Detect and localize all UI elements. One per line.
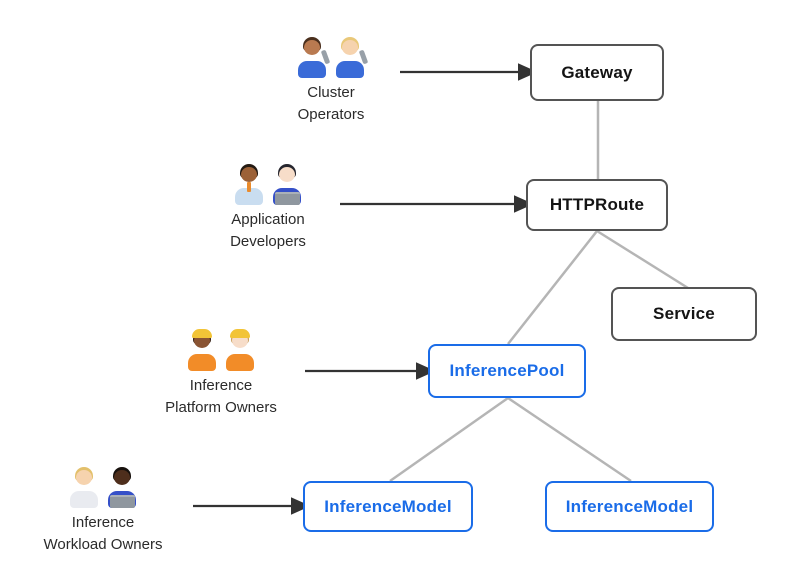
persona-label: Cluster Operators bbox=[251, 82, 411, 125]
persona-label-line2: Platform Owners bbox=[165, 398, 277, 416]
edge-inferencepool-inferencemodel-left bbox=[389, 396, 509, 483]
man-construction-worker-icon bbox=[223, 329, 257, 371]
edge-httproute-inferencepool bbox=[507, 230, 598, 345]
persona-label: Inference Workload Owners bbox=[18, 512, 188, 555]
woman-mechanic-icon bbox=[333, 36, 369, 78]
edge-inferencepool-inferencemodel-right bbox=[507, 396, 632, 483]
woman-technologist-icon bbox=[270, 163, 304, 205]
node-inferencepool: InferencePool bbox=[428, 344, 586, 398]
man-mechanic-icon bbox=[295, 36, 331, 78]
persona-inference-platform-owners: Inference Platform Owners bbox=[136, 329, 306, 418]
node-service-label: Service bbox=[653, 304, 715, 323]
persona-label: Inference Platform Owners bbox=[136, 375, 306, 418]
persona-label-line2: Operators bbox=[297, 105, 365, 123]
application-developers-emoji-group bbox=[188, 163, 348, 207]
persona-label-line2: Developers bbox=[230, 232, 306, 250]
edge-httproute-service bbox=[596, 229, 689, 290]
man-technologist-icon bbox=[105, 466, 139, 508]
node-gateway: Gateway bbox=[530, 44, 664, 101]
node-inferencemodel-right: InferenceModel bbox=[545, 481, 714, 532]
persona-label-line2: Workload Owners bbox=[43, 535, 163, 553]
persona-label-line1: Application bbox=[231, 211, 305, 228]
node-httproute-label: HTTPRoute bbox=[549, 195, 645, 214]
node-inferencemodel-right-label: InferenceModel bbox=[565, 496, 694, 516]
node-inferencemodel-left-label: InferenceModel bbox=[324, 496, 452, 516]
persona-label: Application Developers bbox=[188, 209, 348, 252]
persona-application-developers: Application Developers bbox=[188, 163, 348, 252]
cluster-operators-emoji-group bbox=[251, 36, 411, 80]
persona-inference-workload-owners: Inference Workload Owners bbox=[18, 466, 188, 555]
persona-label-line1: Inference bbox=[71, 514, 135, 531]
node-service: Service bbox=[611, 287, 757, 341]
node-gateway-label: Gateway bbox=[561, 62, 633, 82]
health-worker-icon bbox=[67, 466, 101, 508]
node-inferencemodel-left: InferenceModel bbox=[303, 481, 473, 532]
platform-owners-emoji-group bbox=[136, 329, 306, 373]
man-office-worker-icon bbox=[232, 163, 266, 205]
persona-label-line1: Inference bbox=[189, 377, 253, 394]
persona-label-line1: Cluster bbox=[307, 84, 355, 101]
node-httproute: HTTPRoute bbox=[526, 179, 668, 231]
persona-cluster-operators: Cluster Operators bbox=[251, 36, 411, 125]
workload-owners-emoji-group bbox=[18, 466, 188, 510]
woman-construction-worker-icon bbox=[185, 329, 219, 371]
node-inferencepool-label: InferencePool bbox=[449, 361, 565, 380]
